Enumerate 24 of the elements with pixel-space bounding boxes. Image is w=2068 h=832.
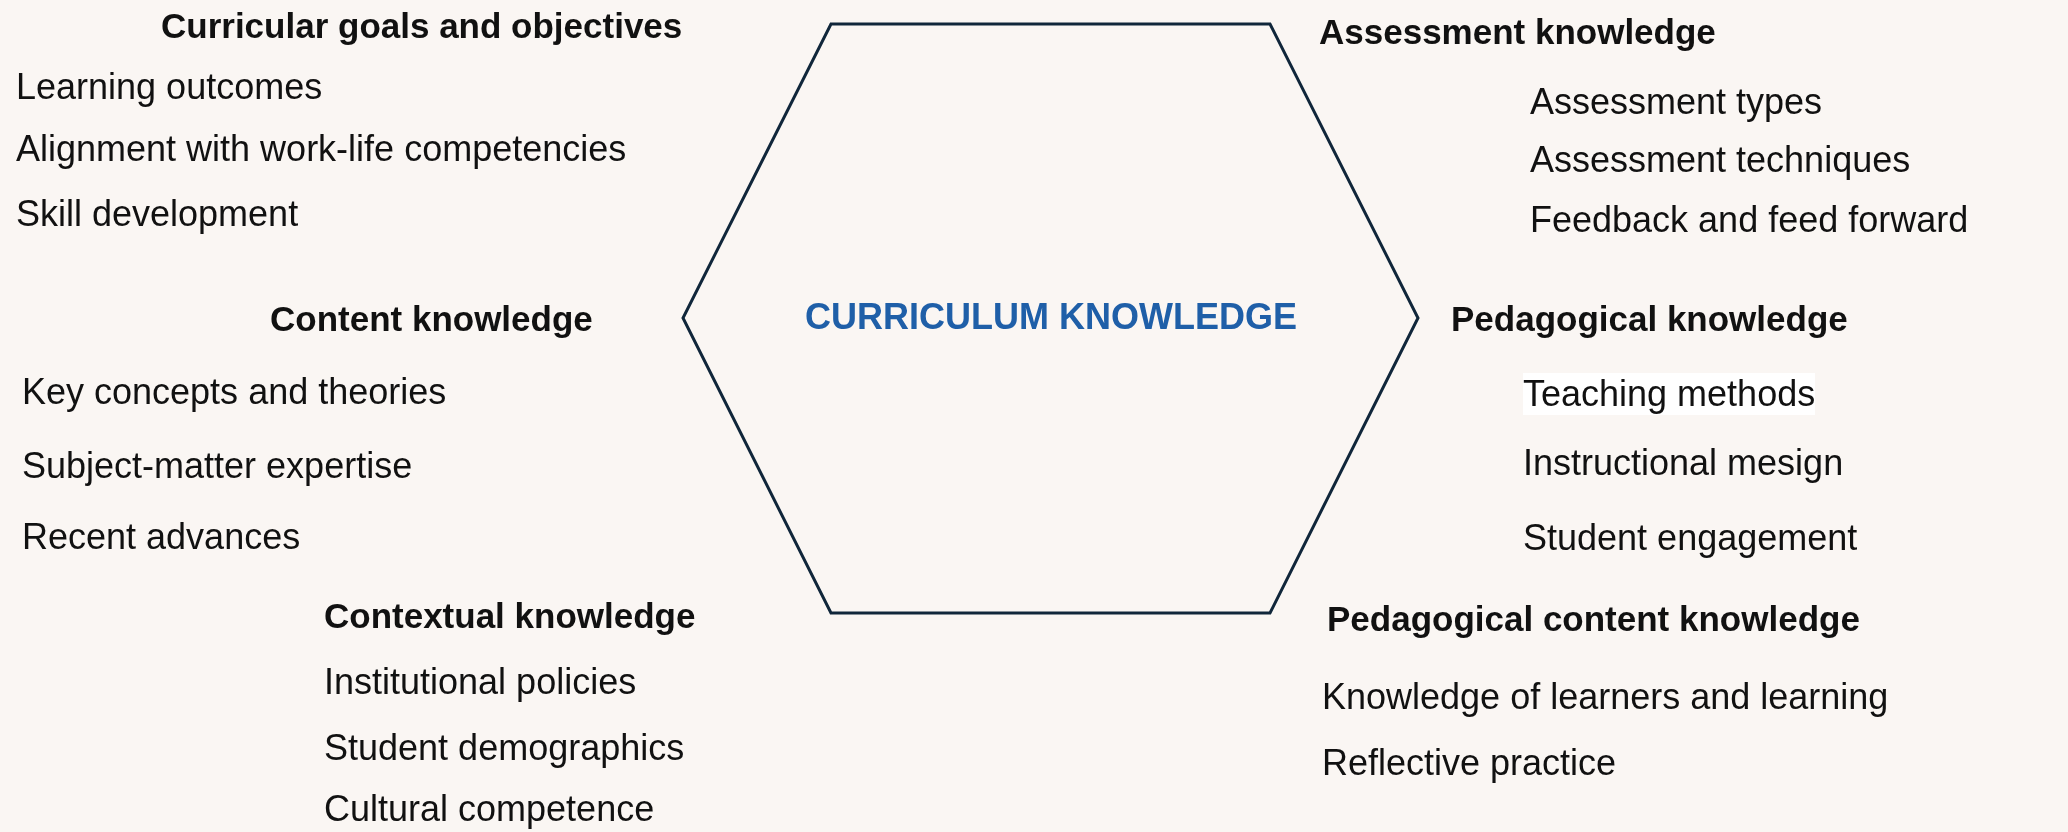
topic-text: Key concepts and theories xyxy=(22,371,447,413)
topic-text: Student engagement xyxy=(1523,517,1858,559)
topic-text: Learning outcomes xyxy=(16,66,323,108)
topic-text: Teaching methods xyxy=(1523,373,1816,415)
topic-text: Feedback and feed forward xyxy=(1530,199,1969,241)
topic-text: Skill development xyxy=(16,193,299,235)
section-heading: Pedagogical knowledge xyxy=(1451,298,1848,340)
topic-text: Alignment with work-life competencies xyxy=(16,128,627,170)
section-heading: Contextual knowledge xyxy=(324,595,696,637)
topic-text: Institutional policies xyxy=(324,661,637,703)
topic-text: Knowledge of learners and learning xyxy=(1322,676,1889,718)
topic-text: Subject-matter expertise xyxy=(22,445,413,487)
topic-text: Assessment techniques xyxy=(1530,139,1911,181)
section-heading: Curricular goals and objectives xyxy=(161,5,683,47)
section-heading: Content knowledge xyxy=(270,298,593,340)
section-heading: Assessment knowledge xyxy=(1319,11,1716,53)
topic-text: Assessment types xyxy=(1530,81,1823,123)
topic-text: Cultural competence xyxy=(324,788,655,830)
topic-text: Instructional mesign xyxy=(1523,442,1844,484)
center-title: CURRICULUM KNOWLEDGE xyxy=(805,296,1297,337)
topic-text: Reflective practice xyxy=(1322,742,1617,784)
topic-text: Recent advances xyxy=(22,516,301,558)
section-heading: Pedagogical content knowledge xyxy=(1327,598,1860,640)
topic-text: Student demographics xyxy=(324,727,685,769)
